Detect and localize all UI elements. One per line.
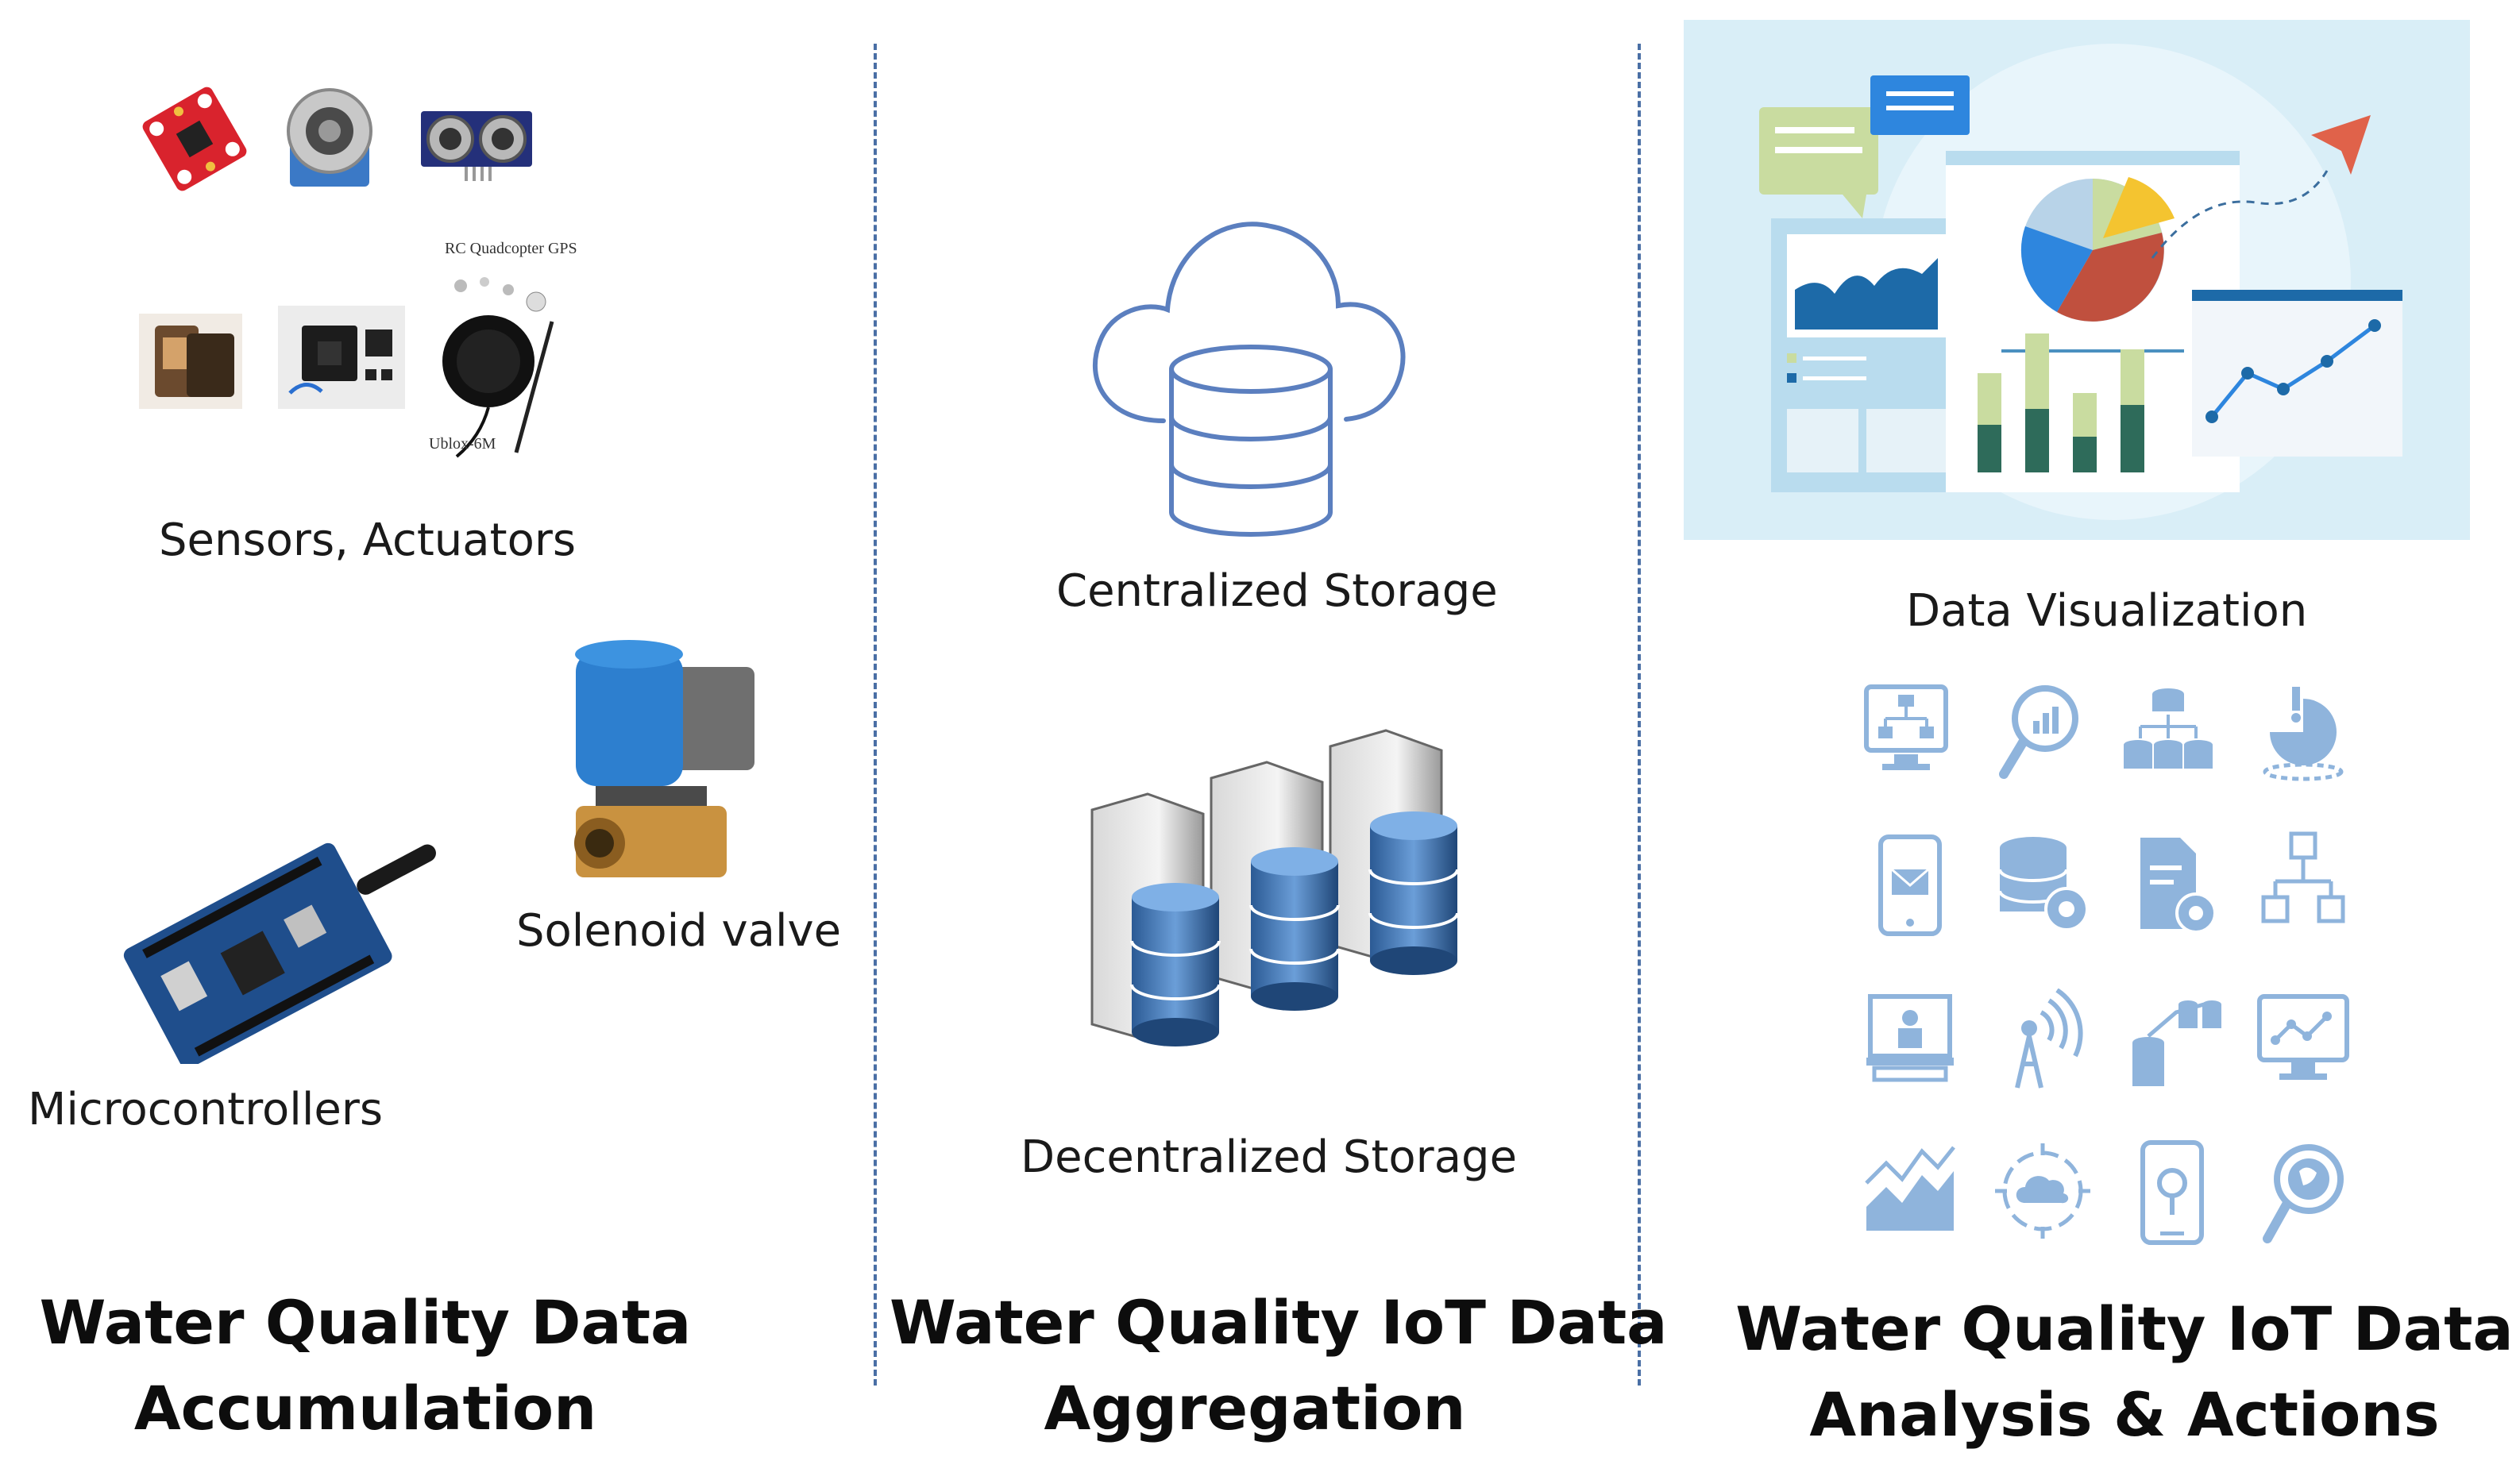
database-nodes-icon: [2132, 1000, 2221, 1086]
globe-search-icon: [2263, 1144, 2344, 1243]
presentation-screen-icon: [1866, 994, 1954, 1082]
ultrasonic-sensor-icon: [421, 111, 532, 181]
cloud-database-icon: [1092, 222, 1406, 537]
sensors-label: Sensors, Actuators: [159, 515, 577, 566]
accumulation-title-line2: Accumulation: [133, 1373, 597, 1443]
centralized-storage-label: Centralized Storage: [1056, 565, 1498, 617]
microcontroller-board-icon: [123, 842, 436, 1064]
area-chart-icon: [1865, 1146, 1955, 1231]
aggregation-title-line1: Water Quality IoT Data: [890, 1287, 1668, 1358]
decentralized-storage-label: Decentralized Storage: [1021, 1131, 1518, 1183]
magnifier-chart-icon: [1999, 685, 2078, 779]
decentralized-servers-icon: [1090, 729, 1459, 1046]
database-network-icon: [2124, 688, 2213, 769]
aggregation-title: Water Quality IoT Data Aggregation: [890, 1280, 1668, 1451]
gps-module-icon: [442, 277, 554, 458]
signal-antenna-icon: [2015, 989, 2083, 1089]
column-divider-left: [874, 44, 877, 1386]
chip-sensor-icon: [139, 314, 242, 409]
analysis-title: Water Quality IoT Data Analysis & Action…: [1731, 1286, 2518, 1458]
accumulation-title: Water Quality Data Accumulation: [16, 1280, 715, 1451]
flowchart-icon: [2261, 831, 2345, 923]
microcontrollers-label: Microcontrollers: [28, 1084, 384, 1135]
pressure-sensor-icon: [287, 88, 372, 187]
solenoid-valve-label: Solenoid valve: [516, 905, 842, 957]
sensor-board-red-icon: [142, 87, 247, 191]
analysis-title-line1: Water Quality IoT Data: [1735, 1293, 2514, 1364]
data-visualization-illustration: [1684, 20, 2470, 540]
imu-board-icon: [278, 306, 405, 409]
column-divider-right: [1638, 44, 1641, 1386]
flowchart-monitor-icon: [1864, 684, 1948, 770]
gps-model-caption: Ublox-6M: [429, 435, 496, 453]
gps-caption: RC Quadcopter GPS: [445, 240, 577, 257]
analysis-title-line2: Analysis & Actions: [1809, 1379, 2440, 1450]
document-gear-icon: [2140, 838, 2217, 934]
monitor-graph-icon: [2257, 994, 2349, 1080]
database-gear-icon: [1998, 837, 2089, 931]
aggregation-title-line2: Aggregation: [1044, 1373, 1466, 1443]
pie-alert-icon: [2263, 687, 2344, 781]
cloud-target-icon: [1995, 1143, 2090, 1239]
accumulation-title-line1: Water Quality Data: [39, 1287, 692, 1358]
data-visualization-label: Data Visualization: [1906, 585, 2308, 637]
phone-mail-icon: [1878, 834, 1942, 936]
phone-location-icon: [2140, 1140, 2204, 1245]
solenoid-valve-icon: [574, 640, 754, 877]
